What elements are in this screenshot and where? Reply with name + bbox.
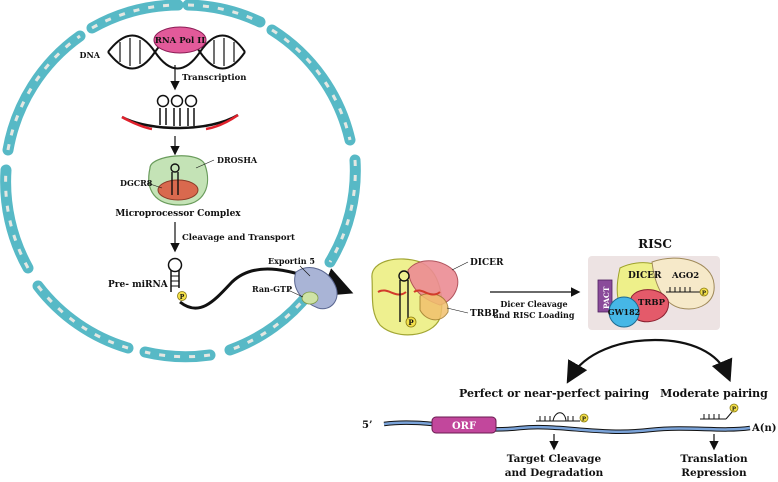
branch-arrow-right — [654, 338, 733, 383]
microprocessor-label: Microprocessor Complex — [115, 209, 241, 219]
target-cleavage-label-2: and Degradation — [505, 467, 604, 479]
risc-ago2-label: AGO2 — [671, 271, 699, 281]
dgcr8-label: DGCR8 — [120, 178, 153, 188]
translation-label-2: Repression — [681, 467, 747, 479]
ran-gtp-label: Ran-GTP — [252, 284, 292, 294]
microprocessor-complex — [148, 155, 209, 206]
exportin-5-pore — [294, 267, 338, 310]
translation-label-1: Translation — [680, 453, 748, 465]
cleavage-transport-label: Cleavage and Transport — [182, 233, 295, 243]
phosphate-label: P — [180, 294, 185, 301]
exportin-5-label: Exportin 5 — [268, 256, 315, 266]
risc-complex — [597, 257, 715, 328]
five-prime-label: 5’ — [362, 420, 372, 431]
drosha-label: DROSHA — [217, 155, 258, 165]
dicer-cleavage-label-1: Dicer Cleavage — [500, 299, 567, 309]
orf-label: ORF — [452, 421, 476, 432]
dicer-label: DICER — [470, 258, 504, 268]
target-mrna — [383, 403, 751, 434]
risc-dicer-label: DICER — [628, 271, 662, 281]
mrna-phosphate-label-2: P — [732, 407, 736, 413]
pre-mirna-hairpin — [167, 257, 183, 292]
transcription-label: Transcription — [182, 73, 247, 83]
moderate-pairing-label: Moderate pairing — [660, 387, 768, 400]
mrna-phosphate-label-1: P — [582, 417, 586, 423]
rna-pol-ii-enzyme — [153, 26, 207, 54]
trbp-label: TRBP — [470, 309, 499, 319]
dna-label: DNA — [80, 50, 101, 60]
phosphate-icon — [177, 291, 187, 301]
dicer-complex — [371, 258, 459, 336]
orf-box — [431, 416, 497, 434]
risc-gw182-label: GW182 — [608, 307, 641, 317]
dicer-phosphate-label: P — [408, 318, 414, 327]
rna-pol-ii-label: RNA Pol II — [155, 36, 205, 46]
branch-arrow-left — [566, 338, 656, 384]
poly-a-label: A(n) — [751, 423, 777, 434]
perfect-pairing-label: Perfect or near-perfect pairing — [459, 387, 649, 400]
target-cleavage-label-1: Target Cleavage — [507, 453, 602, 465]
risc-title: RISC — [638, 237, 672, 251]
pre-mirna-label: Pre- miRNA — [108, 280, 169, 290]
dicer-cleavage-label-2: and RISC Loading — [494, 310, 575, 320]
risc-pact-label: PACT — [602, 286, 611, 309]
risc-phosphate-label: P — [702, 291, 706, 297]
risc-trbp-label: TRBP — [638, 298, 666, 308]
pri-mirna — [121, 94, 239, 131]
